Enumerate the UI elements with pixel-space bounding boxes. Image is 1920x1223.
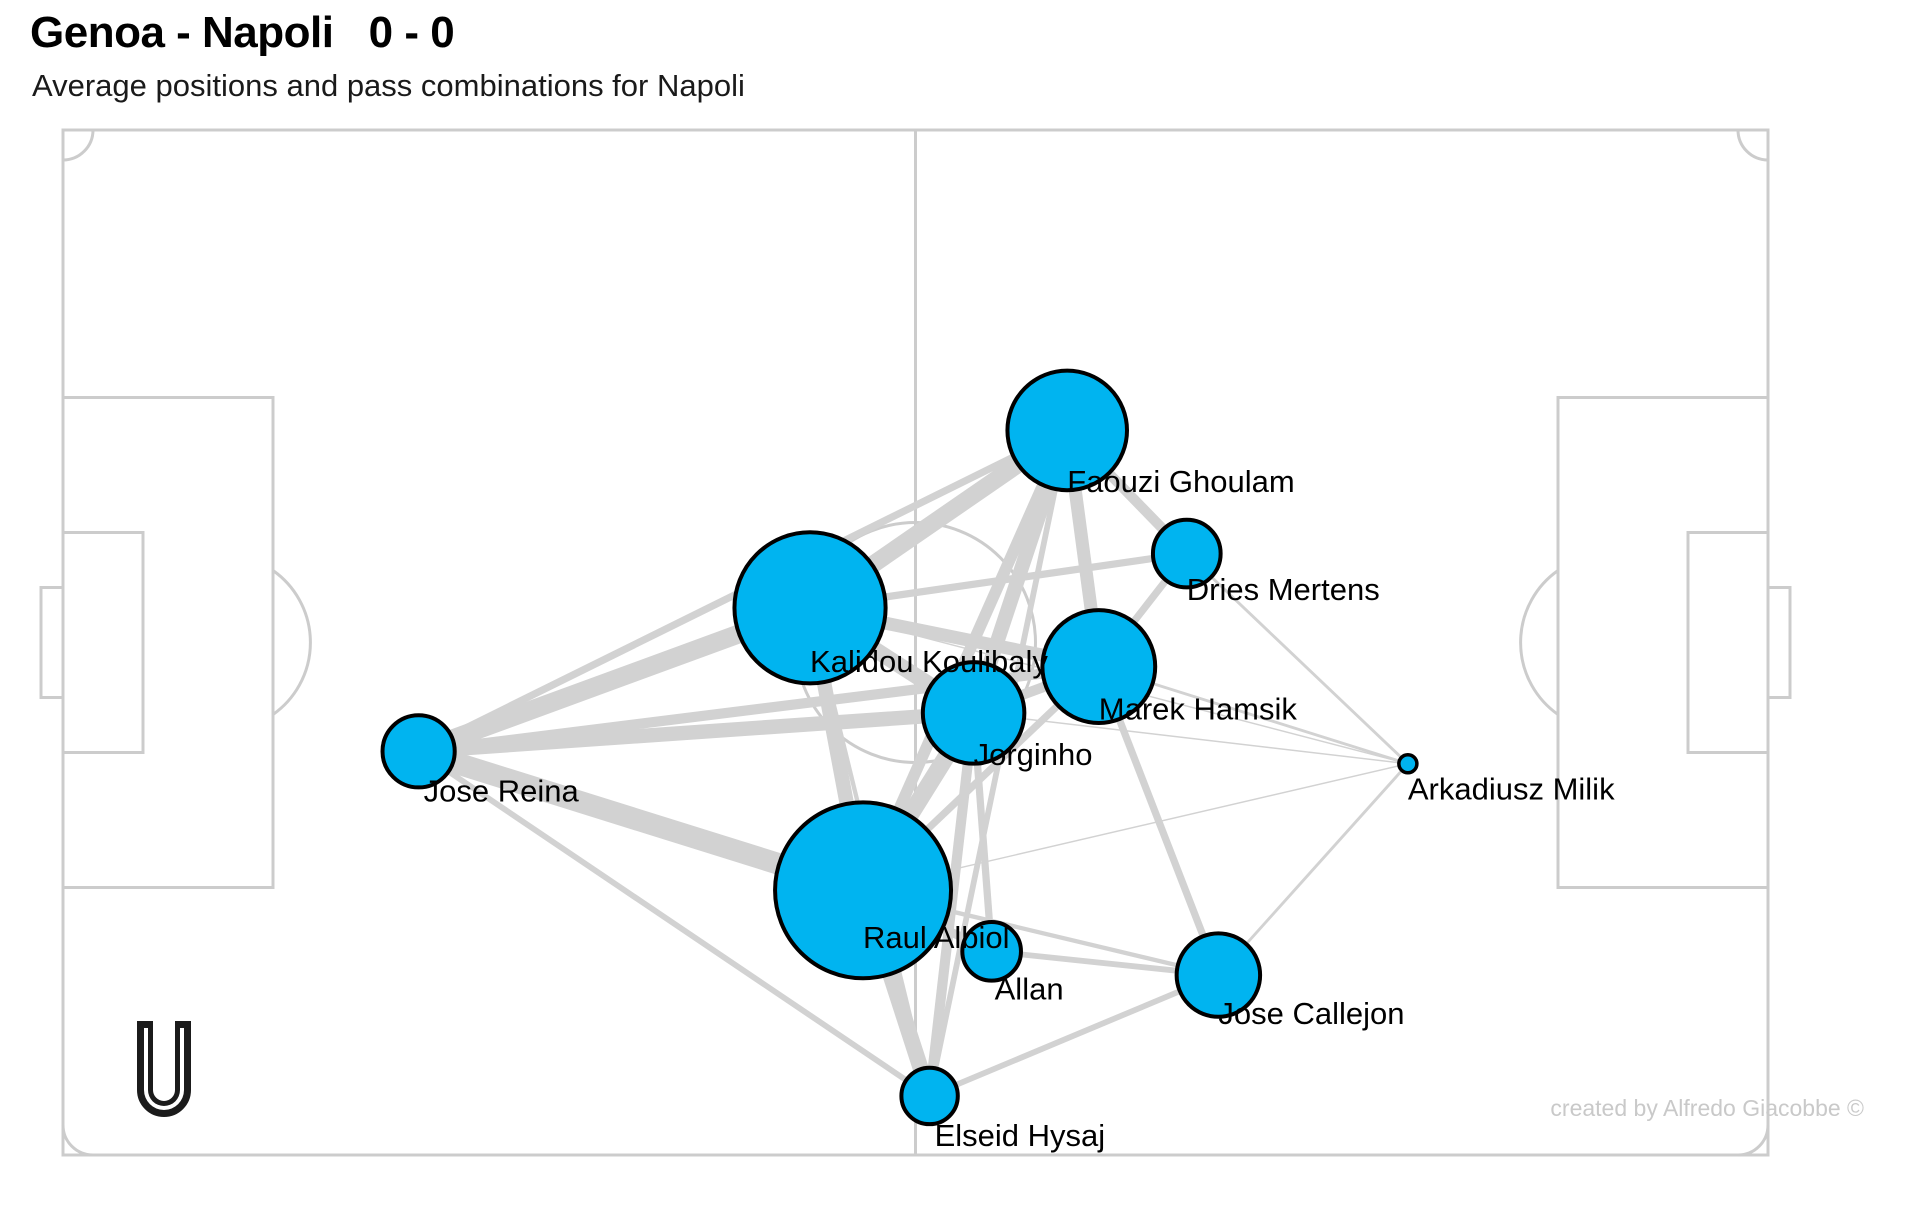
player-node-koulibaly[interactable] bbox=[732, 530, 888, 686]
pass-edge bbox=[416, 748, 932, 1099]
pass-edge bbox=[1185, 552, 1409, 765]
penalty-area-right bbox=[1556, 396, 1770, 889]
player-node-mertens[interactable] bbox=[1150, 517, 1223, 590]
goal-area-left bbox=[61, 531, 145, 754]
penalty-arc-left bbox=[272, 569, 312, 716]
player-label-reina: Jose Reina bbox=[424, 773, 580, 808]
pass-edge bbox=[928, 972, 1220, 1099]
player-node-jorginho[interactable] bbox=[920, 660, 1027, 766]
player-label-allan: Allan bbox=[995, 972, 1064, 1007]
player-node-allan[interactable] bbox=[960, 920, 1023, 983]
page-title: Genoa - Napoli 0 - 0 bbox=[30, 8, 455, 57]
corner-arc-bl bbox=[61, 1124, 94, 1157]
player-node-ghoulam[interactable] bbox=[1005, 368, 1129, 493]
player-node-milik[interactable] bbox=[1397, 752, 1419, 775]
player-node-reina[interactable] bbox=[380, 713, 457, 790]
player-label-ghoulam: Faouzi Ghoulam bbox=[1067, 464, 1294, 499]
pass-edge bbox=[973, 712, 1408, 765]
player-label-callejon: Jose Callejon bbox=[1218, 996, 1404, 1031]
pass-edge bbox=[1217, 762, 1409, 977]
player-node-hamsik[interactable] bbox=[1040, 608, 1158, 725]
player-label-hamsik: Marek Hamsik bbox=[1099, 691, 1298, 726]
player-label-albiol: Raul Albiol bbox=[863, 920, 1009, 955]
corner-arc-tl bbox=[62, 129, 95, 162]
player-label-jorginho: Jorginho bbox=[974, 737, 1093, 772]
goal-left bbox=[39, 586, 65, 699]
u-logo-glyph bbox=[137, 1021, 191, 1117]
u-logo-inner bbox=[144, 1028, 184, 1110]
credit-text: created by Alfredo Giacobbe © bbox=[1550, 1095, 1864, 1121]
goal-area-right bbox=[1686, 531, 1770, 754]
player-label-koulibaly: Kalidou Koulibaly bbox=[810, 644, 1048, 679]
penalty-area-left bbox=[61, 396, 275, 889]
u-logo bbox=[137, 1021, 191, 1117]
goal-right bbox=[1766, 586, 1792, 699]
corner-arc-tr bbox=[1736, 129, 1769, 162]
page-subtitle: Average positions and pass combinations … bbox=[32, 68, 745, 103]
penalty-arc-right bbox=[1519, 569, 1559, 716]
player-nodes bbox=[380, 368, 1419, 1127]
pass-edge bbox=[926, 429, 1071, 1097]
corner-arc-br bbox=[1737, 1124, 1770, 1157]
player-node-albiol[interactable] bbox=[773, 800, 954, 981]
player-label-hysaj: Elseid Hysaj bbox=[935, 1118, 1106, 1153]
player-node-hysaj[interactable] bbox=[899, 1065, 960, 1127]
player-label-mertens: Dries Mertens bbox=[1187, 572, 1380, 607]
pass-edge bbox=[862, 763, 1409, 892]
player-node-callejon[interactable] bbox=[1174, 931, 1263, 1019]
player-label-milik: Arkadiusz Milik bbox=[1408, 771, 1615, 806]
pitch-markings bbox=[39, 128, 1792, 1157]
pass-edge bbox=[418, 705, 975, 759]
